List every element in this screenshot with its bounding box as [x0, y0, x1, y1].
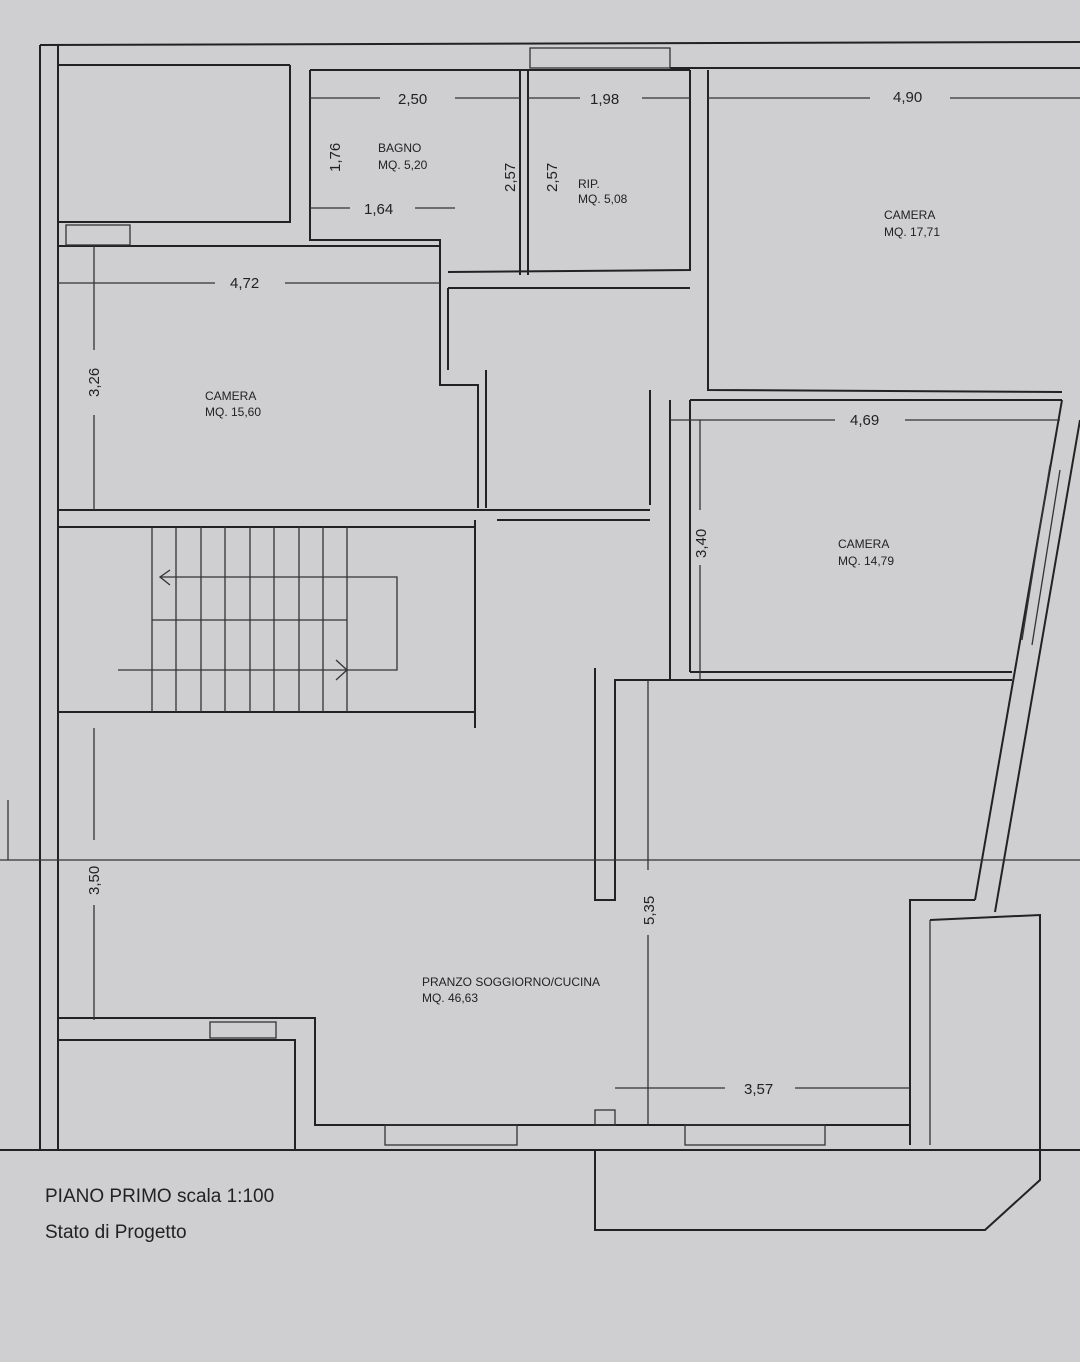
- dimension-lines: [58, 97, 1080, 1125]
- room-camera3-area: MQ. 14,79: [838, 554, 894, 568]
- room-rip-name: RIP.: [578, 177, 600, 191]
- dim-label: 1,76: [327, 143, 344, 172]
- plan-title: PIANO PRIMO scala 1:100: [45, 1186, 274, 1207]
- room-pranzo-name: PRANZO SOGGIORNO/CUCINA: [422, 975, 600, 989]
- dim-label: 4,69: [850, 412, 879, 429]
- room-camera2-area: MQ. 15,60: [205, 405, 261, 419]
- dim-label: 3,26: [86, 368, 103, 397]
- stair-steps: [118, 527, 398, 712]
- walls: [0, 41, 1080, 1231]
- dim-label: 3,50: [86, 866, 103, 895]
- room-pranzo-area: MQ. 46,63: [422, 991, 478, 1005]
- room-camera2-name: CAMERA: [205, 389, 256, 403]
- dim-label: 1,98: [590, 91, 619, 108]
- dim-label: 3,57: [744, 1081, 773, 1098]
- room-camera1-area: MQ. 17,71: [884, 225, 940, 239]
- room-rip-area: MQ. 5,08: [578, 192, 628, 206]
- plan-subtitle: Stato di Progetto: [45, 1222, 187, 1243]
- room-labels: BAGNO MQ. 5,20 RIP. MQ. 5,08 CAMERA MQ. …: [205, 141, 940, 1005]
- room-bagno-area: MQ. 5,20: [378, 158, 428, 172]
- dim-label: 3,40: [693, 529, 710, 558]
- dim-label: 2,57: [502, 163, 519, 192]
- room-camera1-name: CAMERA: [884, 208, 935, 222]
- dimension-labels: 2,50 1,98 4,90 1,76 2,57 2,57 1,64 4,72 …: [86, 89, 922, 1098]
- dim-label: 2,50: [398, 91, 427, 108]
- dim-label: 4,72: [230, 275, 259, 292]
- dim-label: 4,90: [893, 89, 922, 106]
- room-camera3-name: CAMERA: [838, 537, 889, 551]
- dim-label: 5,35: [641, 896, 658, 925]
- dim-label: 1,64: [364, 201, 393, 218]
- dim-label: 2,57: [544, 163, 561, 192]
- room-bagno-name: BAGNO: [378, 141, 421, 155]
